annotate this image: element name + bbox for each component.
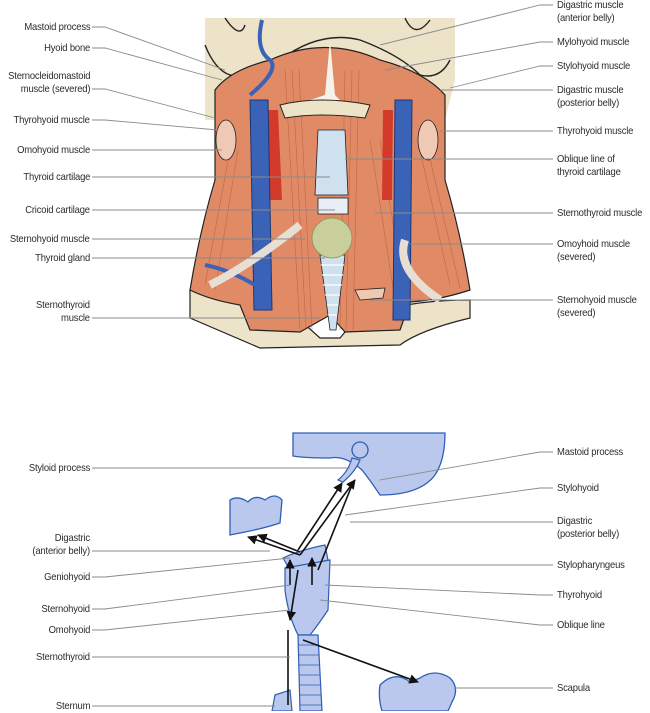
muscle-action-arrows: [247, 479, 419, 705]
arrow-stylohyoid: [297, 482, 343, 551]
mandible-left: [224, 17, 246, 32]
label-thyroid-gland: Thyroid gland: [35, 252, 90, 264]
skull-base: [292, 432, 446, 496]
thyroid-cartilage: [314, 129, 349, 196]
label-hyoid-bone: Hyoid bone: [43, 42, 90, 54]
label-sternohyoid-severed-line2: (severed): [557, 307, 596, 319]
carotid-artery-right: [382, 110, 393, 200]
label-digastric-anterior-belly: Digastric muscle (anterior belly): [557, 0, 624, 25]
label-sternocleidomastoid-line1: Sternocleidomastoid: [7, 70, 90, 82]
label-sternothyroid: Sternothyroid: [36, 651, 90, 663]
omohyoid-severed-left: [208, 221, 303, 289]
jugular-vein-left: [249, 99, 273, 311]
label-sternocleidomastoid-severed: Sternocleidomastoid muscle (severed): [8, 70, 90, 96]
label-thyrohyoid-muscle: Thyrohyoid muscle: [13, 114, 90, 126]
omohyoid-severed-right: [399, 238, 443, 304]
arrow-digastric-posterior: [299, 479, 356, 556]
label-digastric-anterior-line1: Digastric muscle: [557, 0, 624, 11]
label-omohyoid-severed-line2: (severed): [557, 251, 596, 263]
label-oblique-line-line2: thyroid cartilage: [557, 166, 621, 178]
label-digastric-anterior-line2: (anterior belly): [557, 12, 615, 24]
mandible-shape: [229, 495, 283, 536]
hyoid-muscle-schematic-figure: Styloid process Digastric (anterior bell…: [0, 420, 650, 712]
label-sternocleidomastoid-line2: muscle (severed): [20, 83, 90, 95]
label-mastoid-process: Mastoid process: [23, 21, 90, 33]
label-geniohyoid: Geniohyoid: [43, 571, 90, 583]
tracheal-rings: [321, 264, 344, 316]
label-digastric-posterior: Digastric (posterior belly): [557, 515, 619, 541]
label-digastric-anterior-b-line1: Digastric: [54, 532, 90, 544]
label-stylopharyngeus: Stylopharyngeus: [557, 559, 625, 571]
leader-lines-bottom-right: [319, 451, 553, 689]
mandible-base: [204, 36, 451, 77]
label-thyrohyoid-muscle-right: Thyrohyoid muscle: [557, 125, 634, 137]
arrow-geniohyoid: [257, 533, 301, 553]
label-digastric-posterior-line1: Digastric muscle: [557, 84, 624, 96]
arrow-omohyoid: [302, 639, 419, 684]
scapula-shape: [378, 672, 457, 711]
mastoid-process-shape: [351, 441, 369, 459]
label-sternothyroid-line2: muscle: [61, 312, 90, 324]
label-thyroid-cartilage: Thyroid cartilage: [23, 171, 90, 183]
label-scapula: Scapula: [557, 682, 590, 694]
mandible-right: [404, 17, 431, 31]
label-oblique-line-thyroid-cartilage: Oblique line of thyroid cartilage: [557, 153, 621, 179]
label-stylohyoid: Stylohyoid: [557, 482, 599, 494]
label-mylohyoid-muscle: Mylohyoid muscle: [557, 36, 630, 48]
sternohyoid-severed: [354, 287, 386, 301]
neck-muscles-anterior-figure: Mastoid process Hyoid bone Sternocleidom…: [8, 0, 643, 349]
facial-vein-left: [248, 19, 275, 97]
styloid-process-shape: [336, 457, 361, 483]
label-digastric-posterior-belly: Digastric muscle (posterior belly): [557, 84, 624, 110]
scm-stump-right: [417, 119, 439, 161]
label-sternohyoid-severed: Sternohyoid muscle (severed): [557, 294, 637, 320]
mylohyoid-raphe: [310, 40, 340, 100]
carotid-artery-left: [268, 110, 282, 200]
neck-anterior-illustration: [92, 4, 553, 349]
arrow-stylopharyngeus: [317, 484, 353, 571]
label-digastric-anterior: Digastric (anterior belly): [32, 532, 90, 558]
cricoid-cartilage: [317, 197, 349, 215]
label-digastric-posterior-b-line1: Digastric: [557, 515, 593, 527]
leader-lines-right: [345, 4, 553, 301]
label-omohyoid-severed-line1: Omoyhoid muscle: [557, 238, 630, 250]
scm-stump-left: [215, 119, 237, 161]
hyoid-bone: [279, 99, 371, 119]
label-omohyoid-severed: Omoyhoid muscle (severed): [557, 238, 630, 264]
label-omohyoid: Omohyoid: [48, 624, 90, 636]
thyroid-gland: [311, 217, 353, 259]
label-sternum: Sternum: [55, 700, 91, 712]
label-sternothyroid-muscle: Sternothyroid muscle: [36, 299, 90, 325]
label-sternohyoid-severed-line1: Sternohyoid muscle: [557, 294, 637, 306]
jugular-vein-right: [392, 99, 413, 321]
label-styloid-process: Styloid process: [28, 462, 91, 474]
label-stylohyoid-muscle: Stylohyoid muscle: [557, 60, 631, 72]
label-digastric-posterior-line2: (posterior belly): [557, 97, 620, 109]
label-cricoid-cartilage: Cricoid cartilage: [25, 204, 90, 216]
label-oblique-line: Oblique line: [557, 619, 605, 631]
label-thyrohyoid: Thyrohyoid: [557, 589, 602, 601]
trachea-shape: [297, 634, 323, 711]
label-sternothyroid-line1: Sternothyroid: [36, 299, 90, 311]
arrow-digastric-anterior: [247, 535, 301, 556]
label-digastric-posterior-b-line2: (posterior belly): [557, 528, 620, 540]
leader-lines-left: [92, 26, 335, 319]
sternum-shape: [271, 689, 293, 711]
label-sternohyoid: Sternohyoid: [41, 603, 91, 615]
arrow-sternothyroid-down: [286, 569, 299, 621]
leader-lines-bottom-left: [92, 467, 350, 707]
label-omohyoid-muscle: Omohyoid muscle: [17, 144, 90, 156]
larynx-shape: [284, 559, 331, 636]
label-mastoid-process-b: Mastoid process: [557, 446, 624, 458]
label-sternohyoid-muscle: Sternohyoid muscle: [10, 233, 90, 245]
label-oblique-line-line1: Oblique line of: [557, 153, 615, 165]
label-digastric-anterior-b-line2: (anterior belly): [32, 545, 90, 557]
label-sternothyroid-muscle-right: Sternothyroid muscle: [557, 207, 643, 219]
hyoid-schematic-illustration: [92, 432, 553, 711]
